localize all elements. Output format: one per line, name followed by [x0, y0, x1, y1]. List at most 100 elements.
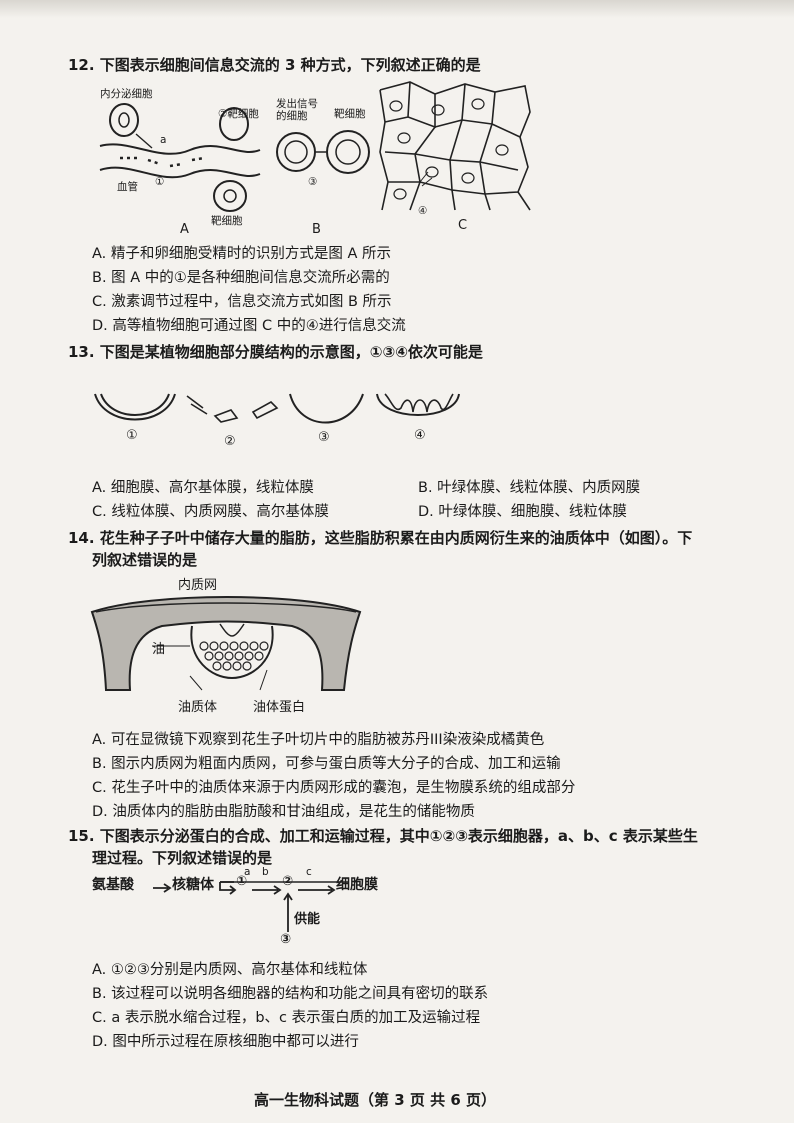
- q15-option-b: B. 该过程可以说明各细胞器的结构和功能之间具有密切的联系: [92, 986, 489, 1002]
- process-b-label: b: [262, 866, 269, 878]
- membrane-1-inner: [100, 393, 170, 416]
- oleosin-droplets: [199, 641, 269, 671]
- cell-membrane-label: 细胞膜: [336, 877, 378, 893]
- q12-stem: 12. 下图表示细胞间信息交流的 3 种方式，下列叙述正确的是: [68, 56, 481, 74]
- q13-label-2: ②: [224, 434, 236, 449]
- energy-arrow: [283, 892, 293, 932]
- q13-option-d: D. 叶绿体膜、细胞膜、线粒体膜: [418, 504, 627, 520]
- plasmodesmata: [419, 171, 433, 187]
- vessel-upper-wall: [99, 143, 261, 155]
- arrow-to-ribosome: [153, 883, 172, 893]
- vessel-lower-wall: [99, 166, 261, 179]
- plant-nucleus-8: [393, 188, 407, 200]
- arrow-b: [252, 885, 282, 895]
- q12-option-a: A. 精子和卵细胞受精时的识别方式是图 A 所示: [92, 246, 392, 262]
- secretion-arrow: [135, 133, 153, 149]
- target-cell-bottom-shape: [213, 180, 247, 212]
- q12-option-d: D. 高等植物细胞可通过图 C 中的④进行信息交流: [92, 318, 406, 334]
- circle-1-label: ①: [155, 176, 165, 188]
- target-cell-b-label: 靶细胞: [334, 108, 366, 120]
- figure-b-label: B: [312, 222, 321, 237]
- scan-shadow: [0, 0, 794, 18]
- budding-neck: [219, 623, 245, 637]
- q14-stem-line2: 列叙述错误的是: [92, 551, 198, 569]
- q12-option-c: C. 激素调节过程中，信息交流方式如图 B 所示: [92, 294, 392, 310]
- signal-a-label: a: [160, 134, 167, 146]
- endocrine-nucleus-shape: [118, 112, 130, 128]
- q14-option-d: D. 油质体内的脂肪由脂肪酸和甘油组成，是花生的储能物质: [92, 804, 475, 820]
- er-label: 内质网: [178, 578, 218, 593]
- figure-c-label: C: [458, 218, 468, 233]
- q13-option-c: C. 线粒体膜、内质网膜、高尔基体膜: [92, 504, 329, 520]
- q13-label-3: ③: [318, 430, 330, 445]
- circle-4-label: ④: [418, 205, 428, 217]
- vessel-label: 血管: [117, 181, 138, 193]
- membrane-3: [289, 393, 364, 424]
- signal-cell-label: 发出信号的细胞: [276, 98, 318, 122]
- q15-option-d: D. 图中所示过程在原核细胞中都可以进行: [92, 1034, 359, 1050]
- page-footer: 高一生物科试题（第 3 页 共 6 页）: [254, 1091, 496, 1109]
- q15-stem-line1: 15. 下图表示分泌蛋白的合成、加工和运输过程，其中①②③表示细胞器，a、b、c…: [68, 827, 698, 845]
- plant-cell-walls: [379, 81, 531, 211]
- q15-option-a: A. ①②③分别是内质网、高尔基体和线粒体: [92, 962, 368, 978]
- arrow-a: [219, 882, 237, 895]
- target-cell-bottom-label: 靶细胞: [211, 215, 243, 227]
- q14-stem-line1: 14. 花生种子子叶中储存大量的脂肪，这些脂肪积累在由内质网衍生来的油质体中（如…: [68, 529, 693, 547]
- q13-stem: 13. 下图是某植物细胞部分膜结构的示意图，①③④依次可能是: [68, 343, 483, 361]
- endocrine-cell-label: 内分泌细胞: [100, 88, 153, 100]
- membrane-4-outer: [376, 393, 460, 416]
- process-c-label: c: [306, 866, 312, 878]
- plant-nucleus-4: [397, 132, 411, 144]
- q13-option-a: A. 细胞膜、高尔基体膜，线粒体膜: [92, 480, 314, 496]
- plant-nucleus-3: [471, 98, 485, 110]
- membrane-2-vesicles: [186, 395, 279, 423]
- process-a-label: a: [244, 866, 251, 878]
- ribosome-label: 核糖体: [172, 877, 214, 893]
- plant-nucleus-6: [495, 144, 509, 156]
- q13-membrane-figure: [94, 393, 460, 424]
- q12-figure-c-drawing: [379, 81, 531, 211]
- target-cell-b-nucleus: [335, 139, 361, 165]
- target-cell-2-label: ②靶细胞: [218, 108, 259, 120]
- q12-figure-b-drawing: [276, 130, 370, 174]
- oil-body-shape: [190, 625, 274, 680]
- signal-dots: [120, 156, 205, 168]
- q12-option-b: B. 图 A 中的①是各种细胞间信息交流所必需的: [92, 270, 390, 286]
- er-cross-section: [90, 596, 362, 691]
- energy-supply-label: 供能: [294, 912, 321, 927]
- q15-arrows: [153, 881, 348, 932]
- amino-acid-label: 氨基酸: [92, 877, 134, 893]
- target-cell-2-shape: [219, 107, 249, 141]
- plant-nucleus-7: [461, 172, 475, 184]
- target-nucleus-shape: [223, 189, 237, 203]
- membrane-1-outer: [94, 393, 176, 421]
- signal-cell-nucleus: [284, 140, 308, 164]
- figure-a-label: A: [180, 222, 189, 237]
- q13-option-b: B. 叶绿体膜、线粒体膜、内质网膜: [418, 480, 641, 496]
- oleosin-label: 油体蛋白: [253, 700, 306, 715]
- plant-nucleus-5: [425, 166, 439, 178]
- circle-3-label: ③: [308, 176, 318, 188]
- oil-label: 油: [152, 642, 166, 657]
- q12-figure-a-drawing: [99, 103, 261, 212]
- q14-option-c: C. 花生子叶中的油质体来源于内质网形成的囊泡，是生物膜系统的组成部分: [92, 780, 576, 796]
- q14-option-a: A. 可在显微镜下观察到花生子叶切片中的脂肪被苏丹III染液染成橘黄色: [92, 732, 545, 748]
- signal-cell-shape: [276, 132, 316, 172]
- bottom-pointers: [189, 669, 268, 691]
- organelle-3-label: ③: [280, 932, 292, 947]
- target-cell-b-shape: [326, 130, 370, 174]
- q15-option-c: C. a 表示脱水缩合过程，b、c 表示蛋白质的加工及运输过程: [92, 1010, 481, 1026]
- oil-body-label: 油质体: [178, 700, 218, 715]
- q13-label-4: ④: [414, 428, 426, 443]
- arrow-c: [298, 885, 336, 895]
- endocrine-cell-shape: [109, 103, 139, 137]
- plant-nucleus-2: [431, 104, 445, 116]
- q14-oil-body-figure: [90, 596, 362, 691]
- er-lumen-line: [95, 602, 357, 613]
- membrane-4-cristae: [384, 393, 454, 413]
- q13-label-1: ①: [126, 428, 138, 443]
- q14-option-b: B. 图示内质网为粗面内质网，可参与蛋白质等大分子的合成、加工和运输: [92, 756, 561, 772]
- q15-stem-line2: 理过程。下列叙述错误的是: [92, 849, 273, 867]
- plant-nucleus-1: [389, 100, 403, 112]
